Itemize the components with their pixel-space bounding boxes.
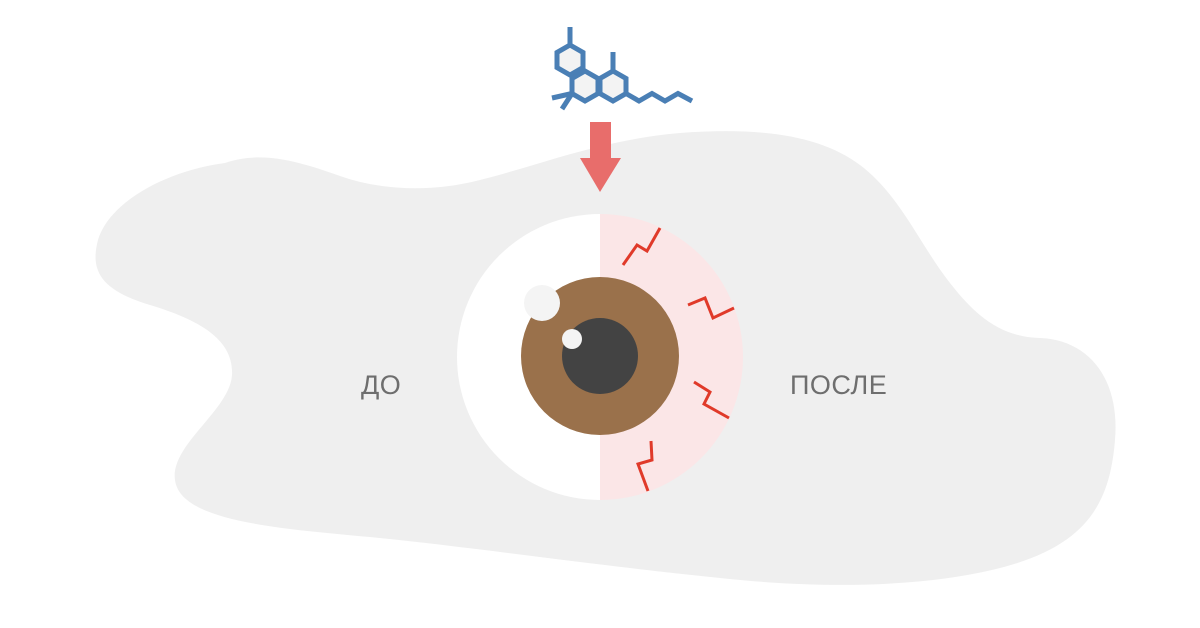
eye-illustration [457, 214, 743, 500]
arrow-down-icon [580, 122, 621, 192]
blood-vessel-icons [621, 227, 735, 492]
before-label: ДО [361, 370, 402, 400]
eye-highlight-large [524, 285, 560, 321]
after-label: ПОСЛЕ [790, 370, 888, 400]
thc-molecule-icon [551, 27, 694, 111]
eye-highlight-small [562, 329, 582, 349]
